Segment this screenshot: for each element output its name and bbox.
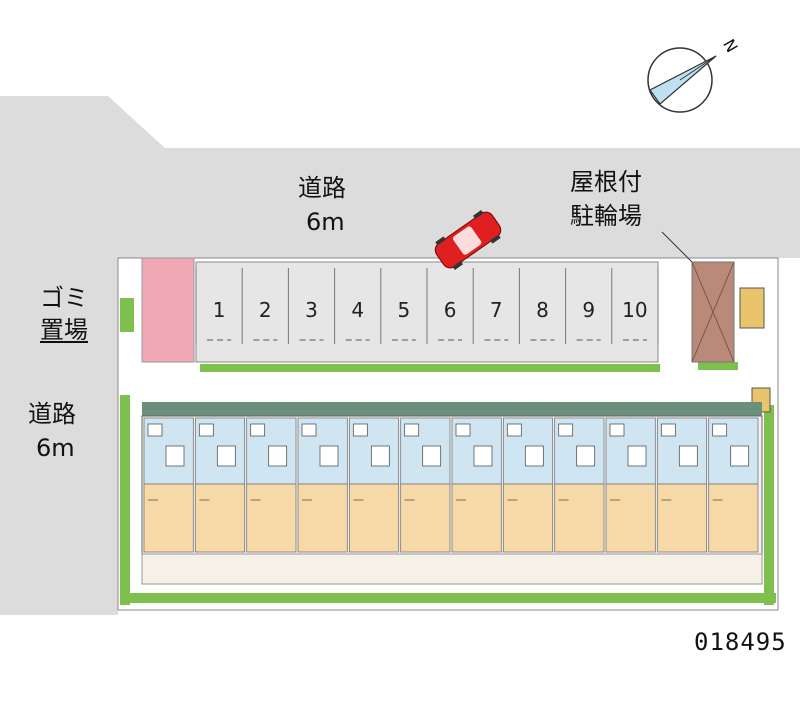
garbage-area (141, 257, 195, 363)
unit-toilet (506, 423, 522, 437)
parking-slot-10: 10 (622, 298, 648, 322)
garbage-label-line2: 置場 (40, 316, 88, 344)
road-left-width: 6m (36, 434, 75, 462)
unit-bath (627, 445, 647, 467)
utility-box-upper (739, 287, 765, 329)
unit-toilet (609, 423, 625, 437)
unit-room (246, 483, 297, 553)
parking-slot-lines (195, 268, 659, 344)
parking-slot-9: 9 (582, 298, 596, 322)
car-icon (434, 210, 502, 270)
garbage-label-line1: ゴミ (40, 284, 88, 312)
unit-room (502, 483, 554, 553)
hedge-left-top (120, 298, 134, 332)
hedge-shelter (698, 362, 738, 370)
unit-bath (730, 445, 750, 467)
parking-slot-3: 3 (305, 298, 318, 322)
road-top-width: 6m (306, 208, 345, 236)
unit-toilet (147, 423, 163, 437)
parking-slot-5: 5 (397, 298, 411, 322)
unit-toilet (250, 423, 266, 437)
north-arrow-icon (647, 47, 717, 113)
unit-room (554, 483, 605, 553)
unit-toilet (558, 423, 574, 437)
road-left-label: 道路 (28, 400, 76, 428)
unit-bath (216, 445, 236, 467)
parking-slot-2: 2 (258, 298, 272, 322)
unit-bath (165, 445, 185, 467)
unit-bath (576, 445, 596, 467)
unit-toilet (301, 423, 317, 437)
unit-toilet (404, 423, 420, 437)
unit-room (400, 483, 451, 553)
unit-toilet (712, 423, 728, 437)
apartment-units (143, 417, 759, 553)
bike-parking-label-line2: 駐輪場 (570, 202, 642, 230)
building-roof-edge (142, 402, 762, 416)
parking-slot-1: 1 (212, 298, 226, 322)
building-walkway (141, 553, 763, 585)
parking-slot-6: 6 (443, 298, 457, 322)
parking-slot-4: 4 (351, 298, 365, 322)
unit-bath (473, 445, 493, 467)
unit-bath (678, 445, 698, 467)
unit-toilet (352, 423, 368, 437)
parking-slot-7: 7 (489, 298, 503, 322)
property-code: 018495 (694, 628, 787, 656)
unit-room (605, 483, 656, 553)
unit-room (194, 483, 246, 553)
unit-toilet (660, 423, 676, 437)
hedge-right (764, 405, 774, 605)
unit-bath (370, 445, 390, 467)
unit-bath (422, 445, 442, 467)
hedge-bottom (120, 593, 776, 603)
hedge-front (200, 364, 660, 372)
unit-bath (268, 445, 288, 467)
road-area (0, 96, 800, 615)
parking-slot-8: 8 (536, 298, 549, 322)
unit-bath (319, 445, 339, 467)
unit-toilet (455, 423, 471, 437)
unit-room (451, 483, 502, 553)
hedge-left (120, 395, 130, 605)
unit-room (143, 483, 194, 553)
bike-parking-label-line1: 屋根付 (570, 168, 642, 196)
unit-bath (524, 445, 544, 467)
unit-toilet (198, 423, 214, 437)
unit-room (297, 483, 348, 553)
road-top-label: 道路 (298, 174, 346, 202)
unit-room (656, 483, 708, 553)
unit-room (348, 483, 400, 553)
unit-room (708, 483, 759, 553)
bike-shelter-leader (661, 231, 693, 263)
